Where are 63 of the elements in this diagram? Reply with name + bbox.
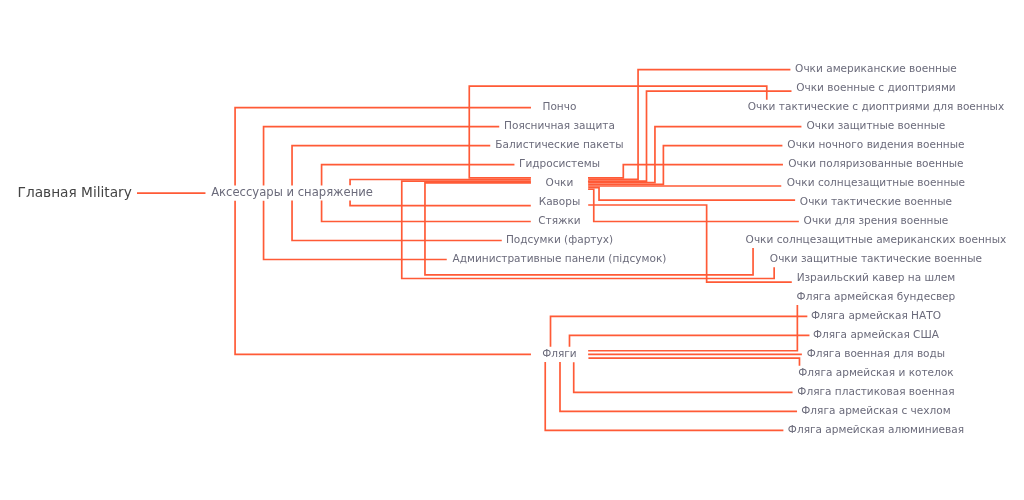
node-text: Очки солнцезащитные американских военных	[745, 233, 1007, 246]
connector	[400, 180, 775, 280]
connector	[320, 163, 516, 187]
node-text: Балистические пакеты	[495, 138, 624, 151]
connector	[136, 192, 207, 194]
connector	[320, 199, 532, 223]
connector	[572, 361, 794, 394]
node-text: Стяжки	[538, 214, 581, 227]
connector	[291, 199, 503, 242]
connector	[587, 185, 783, 187]
connector	[587, 353, 803, 356]
connector	[587, 204, 793, 284]
connector	[234, 199, 532, 356]
node-text: Фляга военная для воды	[806, 347, 946, 360]
node-text: Административные панели (підсумок)	[452, 252, 667, 265]
connector	[468, 85, 768, 179]
node-text: Очки солнцезащитные военные	[786, 176, 966, 189]
node-text: Очки поляризованные военные	[788, 157, 964, 170]
connector	[549, 315, 809, 348]
node-text: Очки тактические с диоптриями для военных	[747, 100, 1005, 113]
connector	[587, 188, 800, 223]
connector	[424, 182, 754, 276]
node-text: Очки ночного видения военные	[787, 138, 965, 151]
connector	[587, 90, 793, 182]
connector	[587, 357, 801, 367]
node-text: Фляга армейская алюминиевая	[787, 423, 965, 436]
connector	[262, 125, 501, 187]
node-text: Фляги	[542, 347, 577, 360]
node-text: Пончо	[542, 100, 577, 113]
connector	[291, 144, 492, 187]
connector	[568, 334, 811, 348]
node-text: Аксессуары и снаряжение	[211, 184, 373, 199]
connector	[234, 106, 532, 187]
connector	[587, 68, 792, 181]
node-text: Подсумки (фартух)	[505, 233, 614, 246]
node-text: Израильский кавер на шлем	[796, 271, 956, 284]
connector	[559, 361, 798, 413]
connector	[587, 144, 784, 186]
connector	[587, 186, 796, 201]
node-text: Фляга армейская США	[812, 328, 939, 341]
connector	[587, 304, 799, 352]
node-text: Фляга армейская бундесвер	[796, 290, 956, 303]
node-text: Очки защитные тактические военные	[769, 252, 983, 265]
node-text: Каворы	[538, 195, 581, 208]
node-text: Фляга армейская с чехлом	[801, 404, 951, 417]
node-text: Очки	[545, 176, 574, 189]
node-text: Очки американские военные	[795, 62, 957, 75]
connector	[262, 199, 448, 261]
node-text: Фляга армейская НАТО	[810, 309, 941, 322]
node-text: Очки для зрения военные	[803, 214, 949, 227]
connector	[349, 199, 532, 207]
node-text: Поясничная защита	[504, 119, 615, 132]
node-text: Фляга пластиковая военная	[797, 385, 955, 398]
connector	[349, 178, 532, 187]
node-text: Очки тактические военные	[799, 195, 953, 208]
connector	[544, 361, 785, 432]
node-text: Гидросистемы	[518, 157, 600, 170]
node-text: Очки военные с диоптриями	[796, 81, 956, 94]
node-text: Главная Military	[17, 183, 132, 200]
connector	[587, 125, 803, 184]
node-text: Очки защитные военные	[806, 119, 946, 132]
node-text: Фляга армейская и котелок	[798, 366, 954, 379]
connector	[587, 163, 784, 179]
